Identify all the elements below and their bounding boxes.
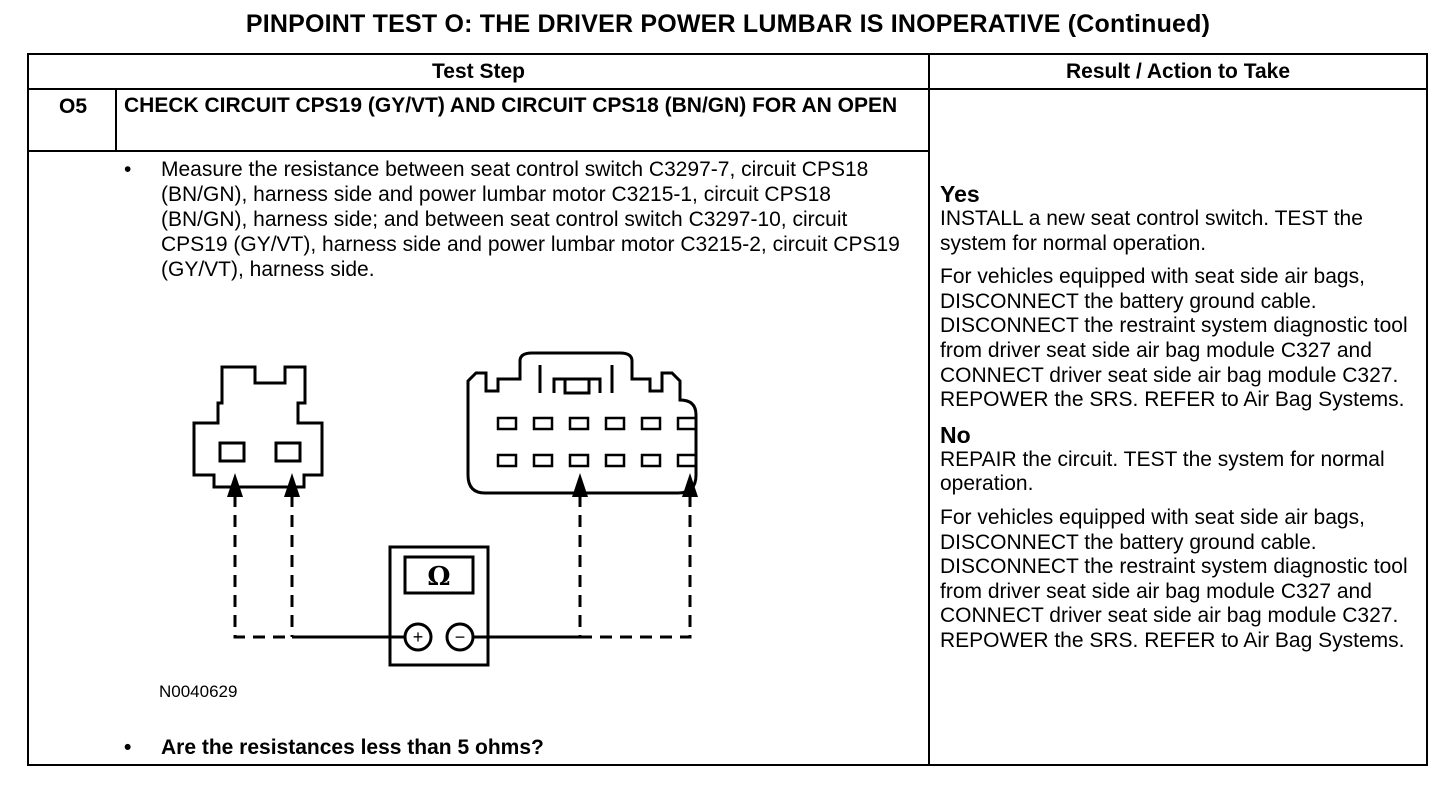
probe-arrows bbox=[227, 473, 698, 497]
step-title-divider bbox=[29, 150, 928, 152]
yes-action: INSTALL a new seat control switch. TEST … bbox=[940, 207, 1363, 255]
step-number-divider bbox=[115, 88, 117, 150]
connector-pins bbox=[496, 416, 698, 468]
header-result: Result / Action to Take bbox=[1065, 60, 1291, 83]
result-column: Yes INSTALL a new seat control switch. T… bbox=[940, 181, 1420, 654]
question-text: Are the resistances less than 5 ohms? bbox=[161, 736, 544, 759]
measure-text: Measure the resistance between seat cont… bbox=[161, 158, 900, 281]
bullet-dot: • bbox=[124, 158, 132, 181]
plus-icon: + bbox=[413, 627, 424, 647]
no-note: For vehicles equipped with seat side air… bbox=[940, 505, 1408, 652]
seat-switch-connector bbox=[466, 351, 698, 495]
page-title: PINPOINT TEST O: THE DRIVER POWER LUMBAR… bbox=[245, 10, 1211, 38]
step-title: CHECK CIRCUIT CPS19 (GY/VT) AND CIRCUIT … bbox=[124, 94, 898, 117]
pinpoint-test-table: Test Step Result / Action to Take O5 CHE… bbox=[27, 53, 1428, 766]
bullet-dot: • bbox=[124, 736, 132, 759]
lumbar-motor-connector bbox=[192, 365, 324, 489]
wiring-diagram: Ω + − bbox=[192, 351, 698, 667]
header-divider bbox=[29, 88, 1426, 90]
yes-label: Yes bbox=[940, 181, 980, 207]
yes-note: For vehicles equipped with seat side air… bbox=[940, 265, 1408, 412]
minus-icon: − bbox=[455, 627, 466, 647]
diagram-id: N0040629 bbox=[159, 682, 238, 701]
step-number: O5 bbox=[58, 95, 87, 118]
ohmmeter bbox=[388, 545, 490, 667]
column-divider bbox=[928, 55, 930, 764]
header-test-step: Test Step bbox=[432, 60, 525, 83]
probe-paths bbox=[233, 495, 692, 639]
ohm-symbol: Ω bbox=[427, 562, 450, 592]
no-label: No bbox=[940, 421, 971, 448]
no-action: REPAIR the circuit. TEST the system for … bbox=[940, 447, 1385, 496]
